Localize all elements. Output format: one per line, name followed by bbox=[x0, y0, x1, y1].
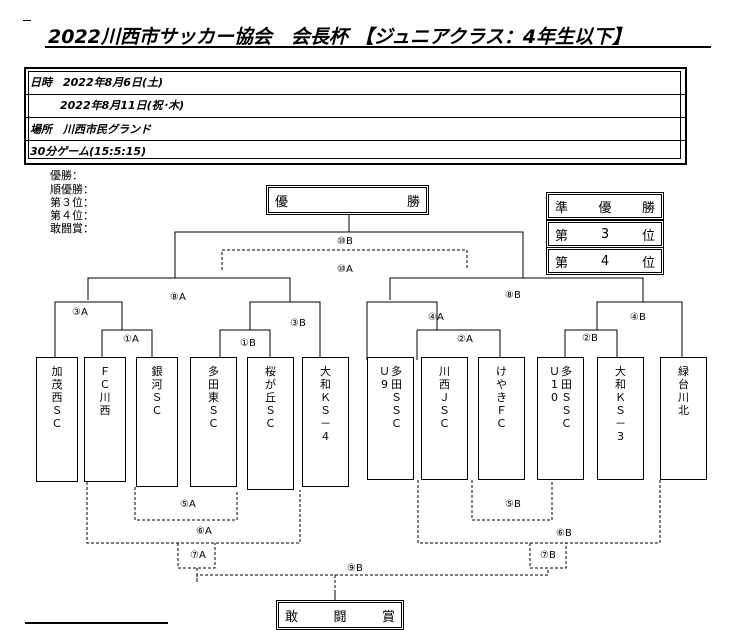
match-label: ②B bbox=[582, 333, 598, 344]
match-label: ③A bbox=[72, 307, 88, 318]
runner-up-char-3: 勝 bbox=[641, 200, 655, 216]
result-champion: 優勝： bbox=[50, 169, 83, 182]
page-title: 2022川西市サッカー協会 会長杯 【ジュニアクラス：4年生以下】 bbox=[48, 26, 632, 48]
match-label: ④A bbox=[428, 312, 444, 323]
match-label: ⑤B bbox=[505, 499, 521, 510]
runner-up-char-1: 準 bbox=[555, 200, 569, 216]
fs-char-3: 賞 bbox=[381, 609, 395, 625]
champion-char-1: 優 bbox=[275, 194, 289, 210]
champion-box: 優勝 bbox=[266, 185, 429, 215]
info-divider bbox=[24, 117, 685, 118]
result-fighting-spirit: 敢闘賞： bbox=[50, 222, 94, 235]
date-line-2: 2022年8月11日(祝･木) bbox=[60, 99, 185, 112]
match-label: ⑧B bbox=[505, 290, 521, 301]
runner-up-box: 準優勝 bbox=[546, 192, 664, 220]
fs-char-1: 敢 bbox=[285, 609, 299, 625]
info-box-inner bbox=[28, 71, 681, 159]
third-char-1: 第 bbox=[555, 228, 569, 244]
fs-char-2: 闘 bbox=[333, 609, 347, 625]
info-divider bbox=[24, 94, 685, 95]
match-label: ②A bbox=[457, 334, 473, 345]
match-label: ⑩A bbox=[337, 264, 353, 275]
match-label: ⑧A bbox=[170, 292, 186, 303]
team-name: 緑台川北 bbox=[678, 365, 689, 417]
corner-mark bbox=[23, 20, 31, 21]
runner-up-char-2: 優 bbox=[598, 200, 612, 216]
match-label: ⑥B bbox=[556, 528, 572, 539]
match-label: ⑦B bbox=[540, 550, 556, 561]
result-fourth: 第４位： bbox=[50, 209, 94, 222]
fourth-char-1: 第 bbox=[555, 255, 569, 271]
match-label: ⑨B bbox=[347, 563, 363, 574]
title-underline bbox=[45, 46, 711, 48]
third-char-3: 位 bbox=[641, 228, 655, 244]
third-place-box: 第 3 位 bbox=[546, 220, 664, 248]
third-char-2: 3 bbox=[600, 226, 610, 242]
info-box bbox=[24, 67, 687, 165]
fighting-spirit-box: 敢闘賞 bbox=[276, 600, 404, 630]
signature-line bbox=[25, 622, 168, 624]
match-label: ⑩B bbox=[337, 236, 353, 247]
match-label: ⑤A bbox=[180, 499, 196, 510]
match-label: ⑦A bbox=[190, 550, 206, 561]
champion-char-2: 勝 bbox=[406, 194, 420, 210]
match-label: ④B bbox=[630, 312, 646, 323]
team-box: 緑台川北 bbox=[660, 357, 707, 480]
venue-line: 場所 川西市民グランド bbox=[30, 123, 151, 136]
result-third: 第３位： bbox=[50, 196, 94, 209]
fourth-place-box: 第 4 位 bbox=[546, 247, 664, 275]
date-line-1: 日時 2022年8月6日(土) bbox=[30, 76, 163, 89]
info-divider bbox=[24, 140, 685, 141]
match-label: ③B bbox=[290, 318, 306, 329]
fourth-char-2: 4 bbox=[600, 253, 610, 269]
format-line: 30分ゲーム(15:5:15) bbox=[30, 145, 147, 158]
match-label: ①A bbox=[123, 334, 139, 345]
result-runner-up: 順優勝： bbox=[50, 183, 94, 196]
fourth-char-3: 位 bbox=[641, 255, 655, 271]
match-label: ⑥A bbox=[196, 526, 212, 537]
match-label: ①B bbox=[240, 338, 256, 349]
